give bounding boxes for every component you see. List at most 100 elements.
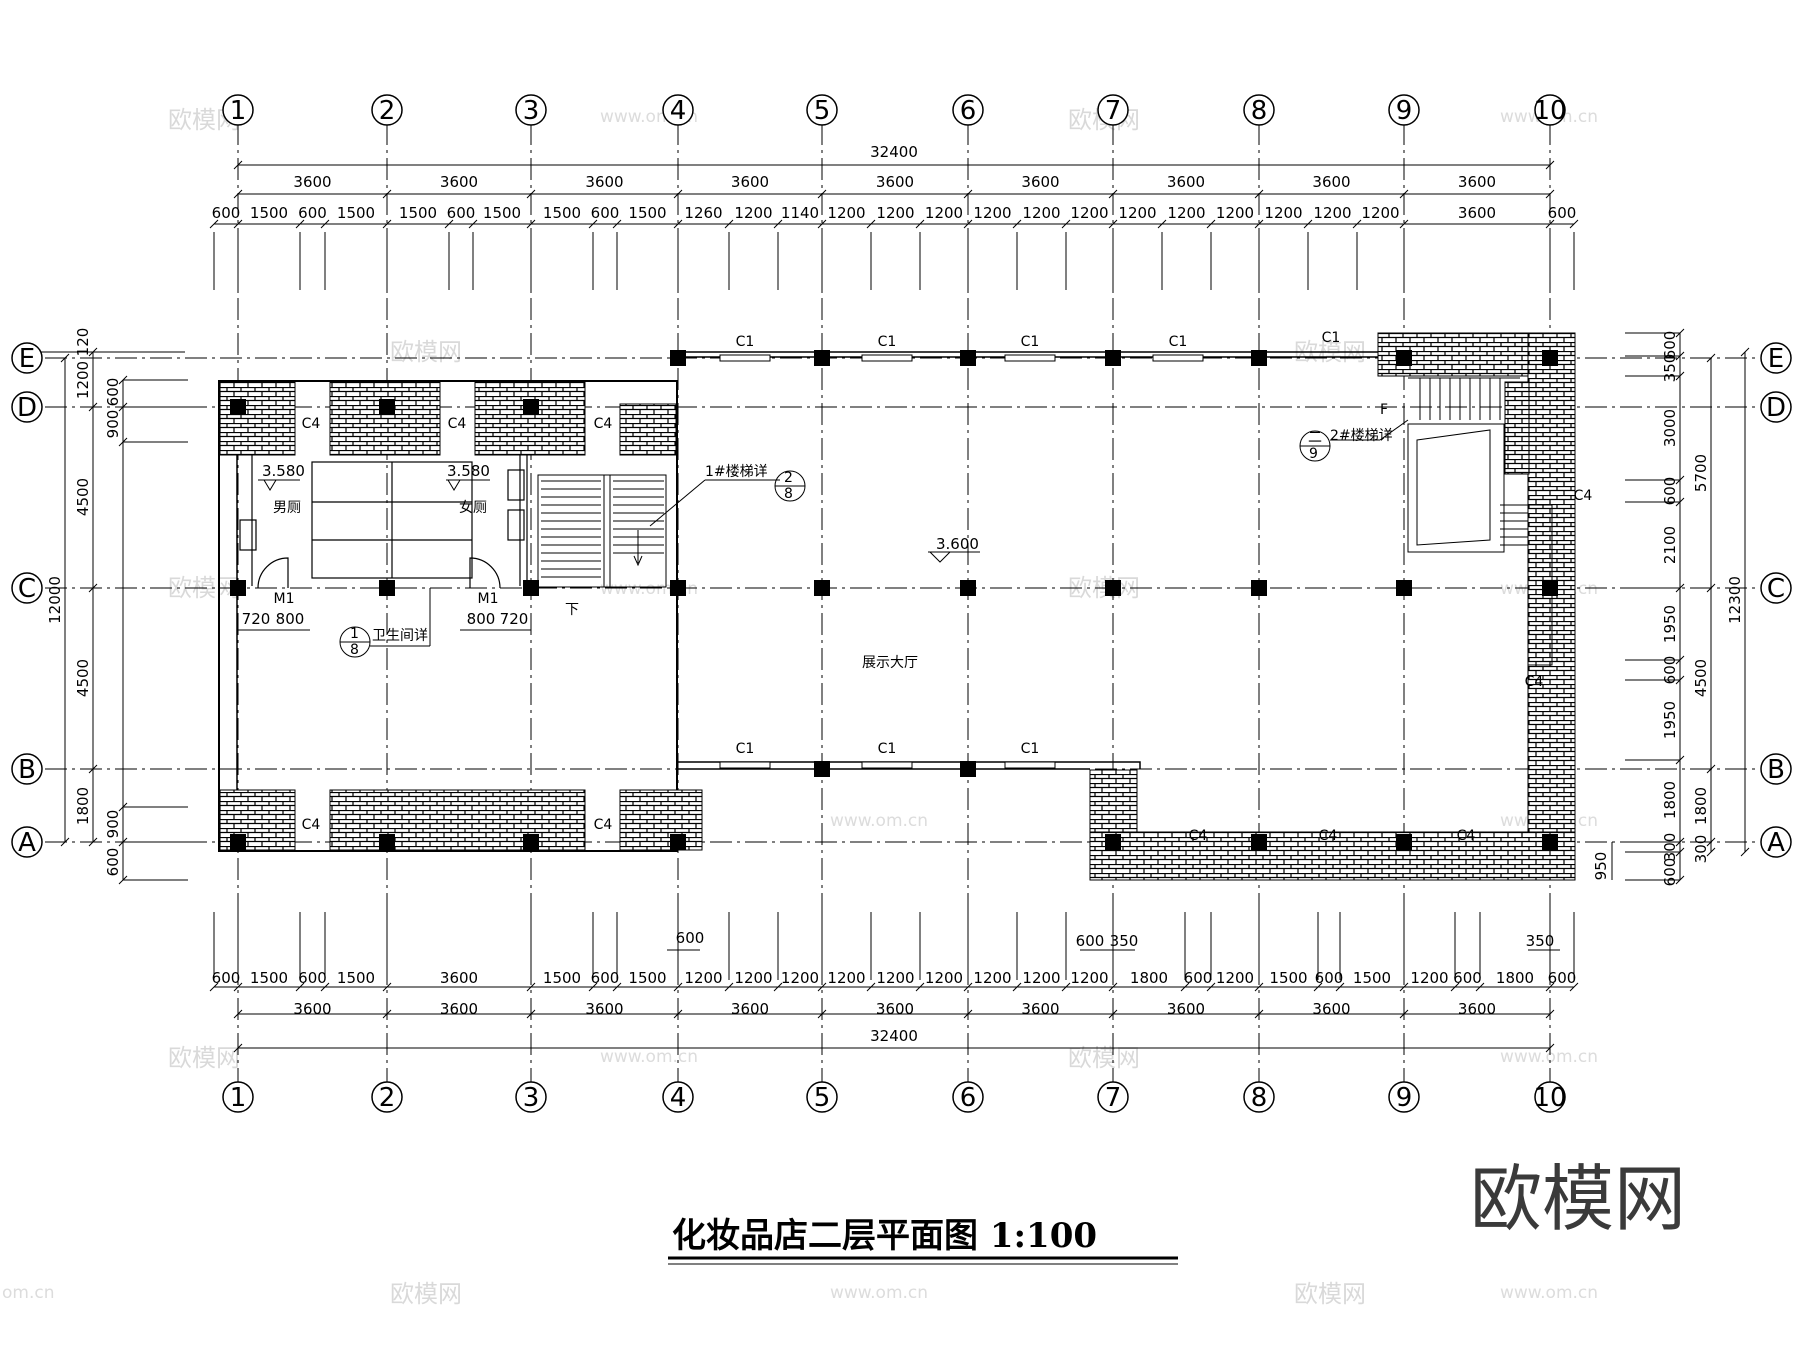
grid-bubble-x — [952, 94, 984, 126]
dim-tick — [817, 982, 827, 992]
grid-bubble-x — [662, 1081, 694, 1113]
dim-label: 1200 — [925, 969, 963, 987]
dim-label: 1200 — [1118, 204, 1156, 222]
grid-label-x: 6 — [960, 1083, 977, 1113]
dim-tick — [1399, 189, 1409, 199]
stair2-ref-top: 二 — [1308, 430, 1322, 446]
window-c1-label: C1 — [1169, 334, 1188, 350]
grid-bubble-y — [1760, 342, 1792, 374]
column — [1105, 580, 1121, 596]
watermark-site-short: om.cn — [2, 1283, 55, 1303]
dim-tick — [1335, 982, 1345, 992]
dim-tick — [1108, 1009, 1118, 1019]
dim-label: 1500 — [337, 969, 375, 987]
dim-tick — [382, 1009, 392, 1019]
dim-tick — [1706, 353, 1716, 363]
dim-label: 1200 — [734, 204, 772, 222]
dim-label: 3600 — [440, 173, 478, 191]
structural-columns — [230, 350, 1558, 850]
grid-label-y: C — [1767, 574, 1785, 604]
grid-label-x: 5 — [814, 1083, 831, 1113]
grid-bubble-y — [11, 753, 43, 785]
dim-label: 5700 — [1692, 454, 1710, 492]
column — [1396, 834, 1412, 850]
grid-label-x: 2 — [379, 1083, 396, 1113]
toilet-ref-top: 1 — [350, 626, 359, 642]
door-m1-label: M1 — [274, 591, 295, 607]
grid-label-x: 3 — [523, 96, 540, 126]
dim-tick — [88, 837, 98, 847]
dim-label: 1800 — [74, 787, 92, 825]
dim-label: 900 — [104, 410, 122, 439]
dim-label: 600 — [591, 204, 620, 222]
window-c4-label: C4 — [448, 416, 467, 432]
dim-label: 1200 — [876, 204, 914, 222]
dim-tick — [233, 160, 243, 170]
window-c1-label: C1 — [878, 741, 897, 757]
watermark-brand: 欧模网 — [1068, 1044, 1140, 1072]
dim-label: 3600 — [585, 173, 623, 191]
column — [960, 350, 976, 366]
dim-label: 1800 — [1692, 787, 1710, 825]
dim-label: 350 — [1661, 354, 1679, 383]
dim-tick — [1012, 219, 1022, 229]
dim-tick — [1706, 583, 1716, 593]
dim-tick — [963, 1009, 973, 1019]
dim-label: 32400 — [870, 143, 918, 161]
dim-label: 1200 — [1216, 969, 1254, 987]
dim-label: 600 — [1661, 331, 1679, 360]
dim-label: 800 — [276, 610, 305, 628]
dim-label: 1200 — [1070, 969, 1108, 987]
dim-tick — [1303, 219, 1313, 229]
grid-label-x: 10 — [1533, 1083, 1566, 1113]
grid-bubble-y — [1760, 572, 1792, 604]
dim-tick — [1740, 847, 1750, 857]
column — [523, 399, 539, 415]
dim-label: 950 — [1592, 852, 1610, 881]
dim-tick — [1545, 160, 1555, 170]
dim-label: 1500 — [337, 204, 375, 222]
dim-label: 600 — [1184, 969, 1213, 987]
dim-label: 3600 — [1312, 1000, 1350, 1018]
dim-tick — [673, 982, 683, 992]
dim-label: 3600 — [1312, 173, 1350, 191]
column — [1542, 350, 1558, 366]
dim-label: 1200 — [1361, 204, 1399, 222]
watermark-site: www.om.cn — [600, 1047, 698, 1067]
dim-tick — [866, 219, 876, 229]
dim-tick — [1706, 764, 1716, 774]
grid-label-x: 8 — [1251, 1083, 1268, 1113]
level-toilet-right: 3.580 — [447, 462, 490, 480]
grid-label-y: D — [1766, 393, 1786, 423]
dim-tick — [673, 219, 683, 229]
dim-tick — [817, 189, 827, 199]
dim-label: 3000 — [1661, 409, 1679, 447]
dim-label: 600 — [447, 204, 476, 222]
grid-label-x: 9 — [1396, 96, 1413, 126]
dim-tick — [209, 219, 219, 229]
grid-label-x: 2 — [379, 96, 396, 126]
dim-tick — [88, 583, 98, 593]
window-c1 — [861, 761, 913, 769]
dim-label: 600 — [104, 378, 122, 407]
dim-tick — [588, 982, 598, 992]
grid-bubble-x — [1388, 94, 1420, 126]
dim-tick — [1206, 982, 1216, 992]
grid-label-x: 4 — [670, 96, 687, 126]
dim-label: 600 — [104, 848, 122, 877]
dim-tick — [1545, 982, 1555, 992]
left-block-outline — [218, 380, 678, 852]
window-c1 — [1152, 354, 1204, 362]
window-c4-label: C4 — [1525, 674, 1544, 690]
dim-label: 300 — [1661, 833, 1679, 862]
dim-tick — [1545, 1009, 1555, 1019]
window-c1 — [1004, 761, 1056, 769]
grid-label-x: 5 — [814, 96, 831, 126]
dim-tick — [526, 189, 536, 199]
dim-label: 1200 — [1070, 204, 1108, 222]
grid-label-x: 1 — [230, 1083, 247, 1113]
top-brick-wall-4 — [619, 403, 677, 456]
